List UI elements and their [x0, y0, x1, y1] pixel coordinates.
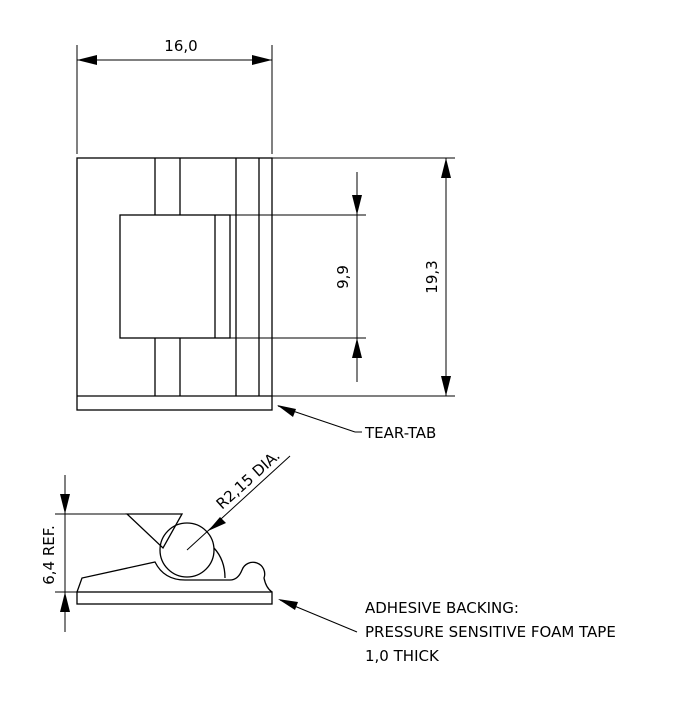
leader-arrow-icon — [278, 599, 298, 610]
width-label: 16,0 — [164, 37, 197, 55]
adhesive-callout: ADHESIVE BACKING: PRESSURE SENSITIVE FOA… — [278, 599, 616, 665]
total-height-label: 19,3 — [423, 260, 441, 293]
dimension-arrow-icon — [441, 376, 451, 396]
dimension-arrow-icon — [352, 195, 362, 215]
dimension-arrow-icon — [60, 494, 70, 514]
adhesive-label-line2: PRESSURE SENSITIVE FOAM TAPE — [365, 623, 616, 641]
dimension-arrow-icon — [252, 55, 272, 65]
adhesive-label-line1: ADHESIVE BACKING: — [365, 599, 519, 617]
total-height-dimension: 19,3 — [272, 157, 455, 397]
tear-tab-callout: TEAR-TAB — [277, 405, 436, 442]
side-view — [76, 513, 273, 605]
clip-base-profile — [76, 561, 273, 593]
dimension-arrow-icon — [352, 338, 362, 358]
dimension-arrow-icon — [441, 158, 451, 178]
clip-bore — [159, 522, 215, 578]
clip-jaw — [125, 513, 184, 550]
radius-callout: R2,15 DIA. — [186, 447, 291, 551]
clip-outline — [76, 157, 273, 411]
window-height-label: 9,9 — [334, 265, 352, 289]
foam-tape — [76, 591, 273, 605]
side-height-label: 6,4 REF. — [40, 525, 58, 585]
tear-tab-label: TEAR-TAB — [364, 424, 436, 442]
dimension-arrow-icon — [60, 592, 70, 612]
leader-arrow-icon — [277, 405, 296, 417]
window-height-dimension: 9,9 — [230, 172, 366, 382]
side-height-dimension: 6,4 REF. — [40, 475, 127, 632]
radius-label: R2,15 DIA. — [213, 447, 284, 513]
dimension-arrow-icon — [77, 55, 97, 65]
adhesive-label-line3: 1,0 THICK — [365, 647, 440, 665]
window-rect — [119, 214, 231, 339]
top-view — [76, 157, 273, 411]
leader-arrow-icon — [208, 517, 226, 531]
width-dimension: 16,0 — [76, 37, 273, 154]
clip-arm — [213, 547, 226, 579]
